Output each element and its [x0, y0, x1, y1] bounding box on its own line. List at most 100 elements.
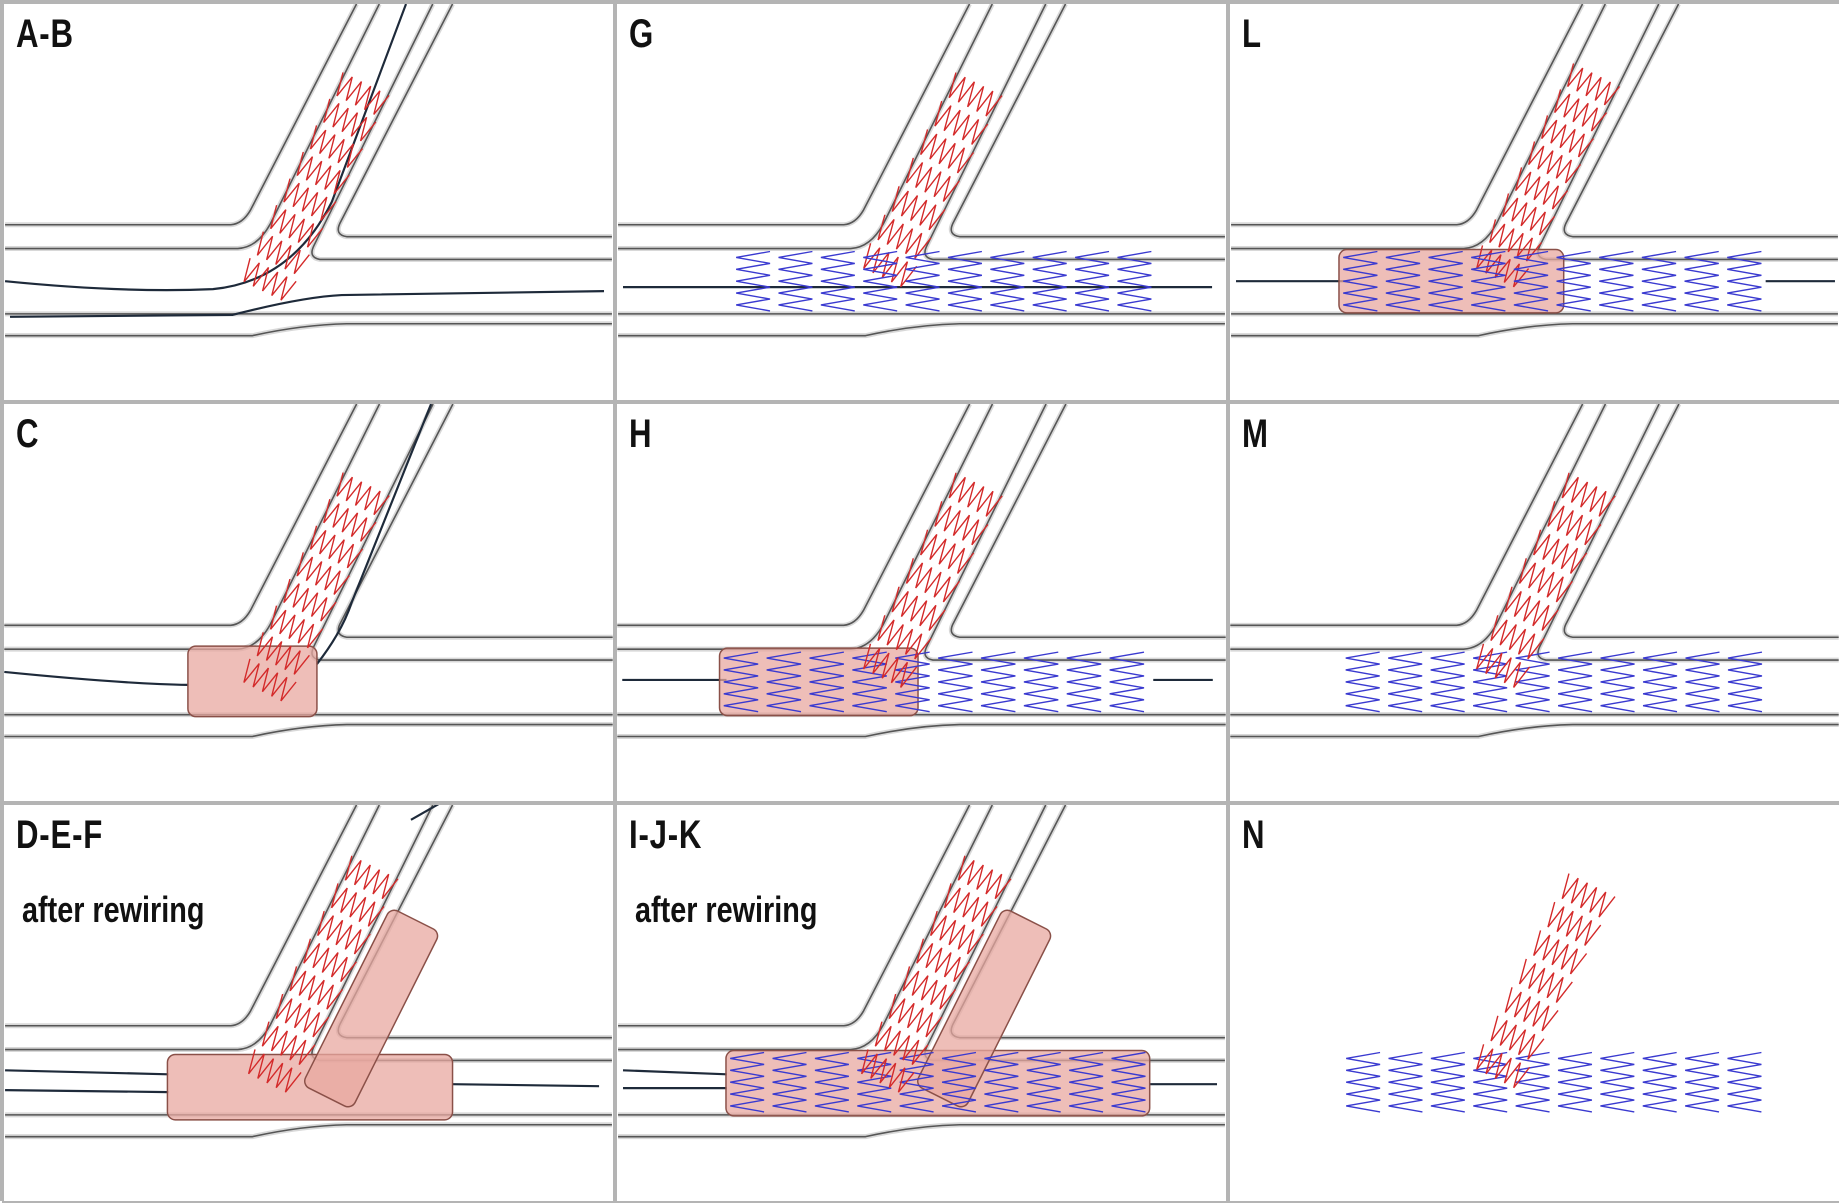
side-branch-stent-ring	[1515, 167, 1569, 210]
panel-drawing	[5, 805, 612, 1140]
main-vessel-stent-ring	[1388, 651, 1423, 713]
main-vessel-stent-ring	[1075, 250, 1110, 312]
main-vessel-stent-ring	[1684, 250, 1719, 312]
panel-drawing	[4, 4, 612, 339]
side-branch-stent-ring	[874, 1021, 929, 1066]
side-branch-stent-ring	[323, 499, 377, 542]
vessel-wall-shadow	[1230, 404, 1585, 628]
side-branch-stent-ring	[920, 529, 975, 574]
main-vessel-stent-ring	[941, 1051, 977, 1113]
vessel-wall	[5, 4, 358, 226]
vessel-wall	[618, 805, 971, 1027]
balloon	[916, 909, 1052, 1108]
panel-label: L	[1242, 12, 1262, 56]
panel-c: C	[2, 402, 615, 803]
side-branch-stent-ring	[943, 883, 998, 927]
side-branch-stent-ring	[1475, 643, 1531, 688]
main-vessel-stent-ring	[1343, 250, 1378, 312]
vessel-wall	[950, 404, 1226, 639]
panel-h: H	[615, 402, 1228, 803]
main-vessel-stent-ring	[980, 651, 1016, 713]
panel-note: after rewiring	[635, 889, 818, 930]
vessel-wall-shadow	[948, 404, 1226, 640]
main-vessel-stent-ring	[814, 1051, 849, 1113]
vessel-wall	[1231, 4, 1584, 226]
side-branch-stent-ring	[957, 855, 1012, 900]
vessel-wall	[337, 404, 613, 639]
panel-label: N	[1242, 813, 1266, 857]
vessel-wall	[618, 4, 971, 226]
vessel-wall	[617, 723, 1226, 738]
main-vessel-stent-ring	[1109, 651, 1145, 713]
main-vessel-stent-ring	[857, 1051, 892, 1113]
vessel-wall	[617, 404, 971, 627]
panel-drawing	[1230, 404, 1839, 739]
main-vessel-stent-ring	[1727, 250, 1762, 312]
main-vessel-stent-ring	[938, 651, 973, 713]
main-vessel-stent-ring	[1600, 1051, 1635, 1113]
side-branch-stent-ring	[948, 472, 1003, 517]
side-branch-stent-ring	[930, 910, 984, 955]
guide-wire	[10, 290, 605, 318]
side-branch-stent-ring	[289, 966, 344, 1010]
side-branch-stent-ring	[1489, 219, 1543, 262]
panel-g: G	[615, 2, 1228, 402]
vessel-wall	[1231, 322, 1838, 337]
vessel-wall	[337, 4, 612, 238]
vessel-wall	[5, 805, 380, 1051]
vessel-wall-shadow	[335, 4, 612, 240]
vessel-wall-shadow	[922, 4, 1225, 262]
side-branch-stent-ring	[860, 1049, 915, 1093]
side-branch-stent-ring	[323, 98, 377, 142]
main-vessel-stent-ring	[1346, 1051, 1381, 1113]
vessel-wall	[1563, 4, 1838, 238]
main-vessel-stent-ring	[863, 250, 898, 312]
side-branch-stent-ring	[296, 552, 350, 595]
vessel-wall-shadow	[1561, 4, 1838, 240]
panel-label: G	[629, 12, 655, 56]
balloon	[1338, 248, 1565, 314]
panel-label: I-J-K	[629, 813, 703, 857]
side-branch-stent-ring	[1490, 615, 1545, 660]
vessel-wall	[1537, 404, 1839, 661]
panel-drawing	[1231, 4, 1838, 339]
main-vessel-stent-ring	[1069, 1051, 1104, 1113]
side-branch-stent-ring	[296, 151, 350, 195]
panel-label: M	[1242, 412, 1269, 456]
guide-wire	[316, 404, 433, 665]
side-branch-stent-ring	[309, 525, 364, 569]
guide-wire	[5, 1069, 169, 1076]
side-branch-stent-ring	[877, 214, 932, 259]
main-vessel-stent-ring	[1685, 651, 1720, 713]
vessel-wall	[5, 322, 612, 337]
main-vessel-stent-ring	[723, 651, 759, 713]
panel-drawing	[618, 805, 1225, 1140]
side-branch-stent-ring	[275, 993, 330, 1038]
vessel-wall-shadow	[618, 4, 972, 228]
main-vessel-stent-ring	[1385, 250, 1421, 312]
side-branch-stent-ring	[336, 472, 390, 516]
side-branch-stent-ring	[891, 186, 946, 231]
side-branch-stent-ring	[920, 129, 975, 174]
vessel-wall	[4, 404, 358, 627]
vessel-wall-shadow	[617, 404, 995, 652]
panel-i-j-k: I-J-K after rewiring	[615, 803, 1228, 1203]
side-branch-stent-ring	[270, 204, 324, 248]
vessel-wall	[4, 723, 613, 738]
side-branch-stent-ring	[1561, 873, 1616, 918]
side-branch-stent-ring	[1518, 558, 1573, 603]
main-vessel-stent-ring	[1642, 1051, 1677, 1113]
main-vessel-stent-ring	[1430, 651, 1465, 713]
vessel-wall	[924, 4, 1225, 261]
side-branch-stent-ring	[269, 605, 324, 649]
side-branch-stent-ring	[1554, 89, 1608, 132]
side-branch-stent-ring	[1561, 472, 1616, 517]
main-vessel-stent-ring	[947, 250, 983, 312]
vessel-wall	[5, 1123, 612, 1138]
side-branch-stent-ring	[1527, 141, 1582, 184]
side-branch-stent-ring	[862, 643, 918, 688]
side-branch-stent-ring	[330, 883, 385, 927]
side-branch-stent-ring	[247, 1049, 302, 1093]
panel-label: C	[16, 412, 40, 456]
